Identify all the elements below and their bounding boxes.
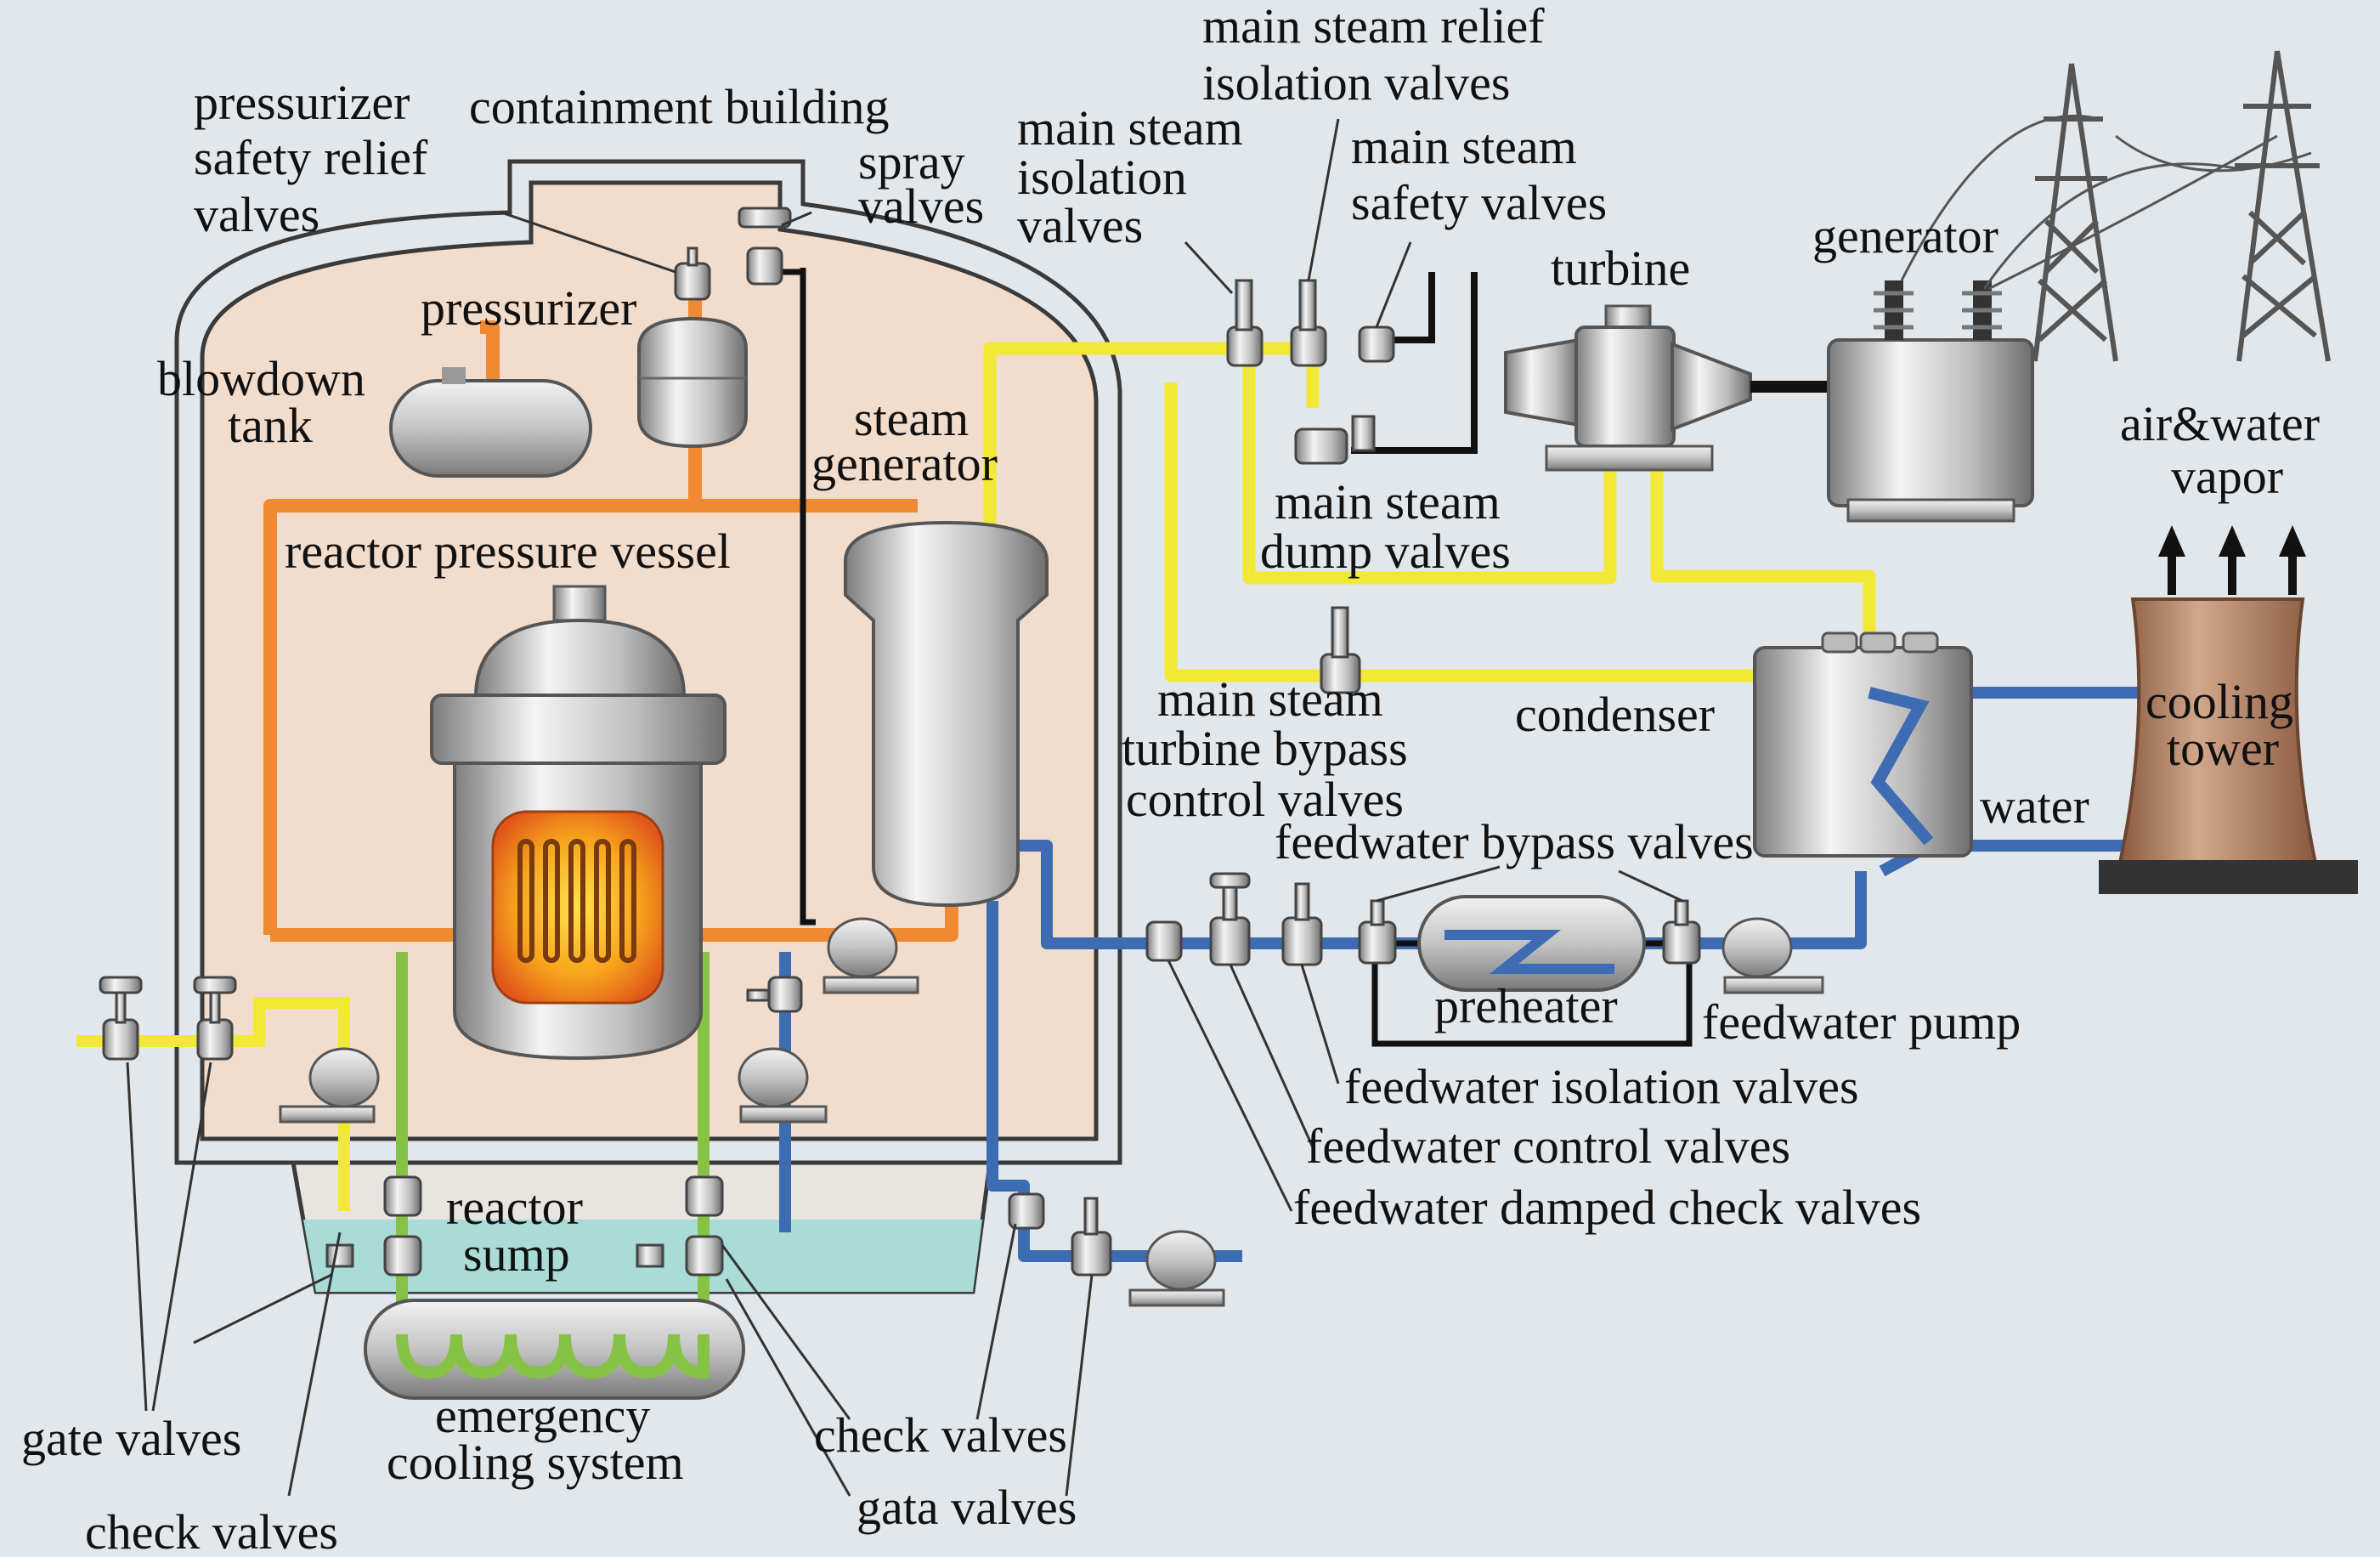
label-main-steam-dump: main steam dump valves: [1260, 474, 1512, 579]
valve-fw-isolation: [1281, 882, 1323, 966]
valve-sump-left-1: [383, 1175, 422, 1217]
label-main-steam-isolation: main steam isolation valves: [1017, 100, 1255, 253]
valve-gate-2: [193, 976, 237, 1061]
pressurizer-tank: [637, 316, 748, 449]
labels: pressurizer safety relief valves contain…: [21, 0, 2332, 1557]
label-reactor-pressure-vessel: reactor pressure vessel: [285, 524, 731, 579]
label-turbine: turbine: [1551, 241, 1690, 296]
valve-recirc-gate: [1071, 1197, 1112, 1277]
steam-generator-vessel: [844, 520, 1049, 908]
valve-containment-right: [746, 976, 803, 1013]
valve-recirc-check: [1008, 1192, 1045, 1230]
label-feedwater-damped-check: feedwater damped check valves: [1293, 1180, 1921, 1235]
label-reactor-sump: reactor sump: [446, 1180, 595, 1282]
valve-spray: [738, 207, 792, 286]
label-blowdown-tank: blowdown tank: [157, 351, 377, 453]
valve-sump-left-2: [325, 1235, 422, 1277]
label-feedwater-control: feedwater control valves: [1306, 1118, 1790, 1174]
valve-ms-safety: [1358, 326, 1395, 363]
pump-auxiliary: [279, 1047, 380, 1124]
valve-fw-damped-check: [1145, 920, 1183, 962]
reactor-pressure-vessel: [430, 585, 726, 1061]
label-feedwater-bypass: feedwater bypass valves: [1275, 814, 1754, 869]
valve-fw-bypass-1: [1358, 899, 1397, 965]
feedwater-pump-unit: [1721, 917, 1824, 994]
label-check-valves-right: check valves: [814, 1407, 1067, 1463]
label-pressurizer-safety-relief: pressurizer safety relief valves: [194, 75, 440, 242]
valve-sump-right-1: [685, 1175, 724, 1217]
emergency-cooling-tank: [364, 1299, 745, 1400]
label-feedwater-isolation: feedwater isolation valves: [1344, 1059, 1859, 1114]
label-emergency-cooling: emergency cooling system: [387, 1388, 684, 1490]
condenser-unit: [1753, 631, 1973, 858]
label-condenser: condenser: [1515, 687, 1715, 742]
generator-unit: [1827, 280, 2034, 523]
label-steam-generator: steam generator: [811, 391, 998, 491]
label-gate-valves: gate valves: [21, 1411, 241, 1466]
label-main-steam-relief-isolation: main steam relief isolation valves: [1202, 0, 1557, 110]
label-containment-building: containment building: [469, 79, 890, 134]
primary-coolant-loop: [263, 297, 958, 942]
valve-sump-right-2: [636, 1235, 724, 1277]
label-cooling-tower: cooling tower: [2145, 674, 2305, 776]
pump-outside: [1128, 1230, 1225, 1307]
pumps: [279, 917, 1824, 1307]
pump-primary: [823, 917, 919, 994]
valve-gate-1: [99, 976, 143, 1061]
label-check-valves-bottom: check valves: [85, 1504, 338, 1557]
blowdown-tank: [389, 367, 592, 478]
label-air-water-vapor: air&water vapor: [2120, 396, 2332, 504]
valve-ms-dump: [1294, 415, 1376, 465]
valve-fw-bypass-2: [1662, 899, 1701, 965]
preheater-unit: [1417, 895, 1646, 992]
pump-containment-right: [738, 1047, 828, 1124]
valve-fw-control: [1209, 872, 1251, 966]
valve-ms-isolation: [1226, 279, 1263, 367]
label-main-steam-safety: main steam safety valves: [1351, 119, 1607, 230]
label-feedwater-pump: feedwater pump: [1702, 994, 2021, 1050]
vapor-arrows: [2158, 525, 2306, 595]
valve-turbine-bypass: [1320, 606, 1361, 694]
label-generator: generator: [1812, 208, 1998, 263]
callout-lines: [126, 118, 1683, 1497]
label-spray-valves: spray valves: [858, 134, 984, 234]
main-steam-lines: [983, 342, 1876, 682]
transmission-towers: [1900, 50, 2331, 362]
containment-outer-wall: [174, 159, 1122, 1165]
label-gata-valves: gata valves: [856, 1480, 1077, 1535]
valve-pressurizer-relief: [674, 246, 711, 301]
turbine-unit: [1504, 304, 1752, 472]
valves: [99, 207, 1701, 1277]
label-water: water: [1980, 778, 2089, 834]
cooling-tower-structure: [2099, 597, 2358, 894]
label-pressurizer: pressurizer: [421, 280, 636, 336]
label-preheater: preheater: [1434, 978, 1618, 1033]
valve-ms-relief-isolation: [1290, 279, 1327, 367]
label-main-steam-turbine-bypass: main steam turbine bypass control valves: [1122, 671, 1420, 827]
